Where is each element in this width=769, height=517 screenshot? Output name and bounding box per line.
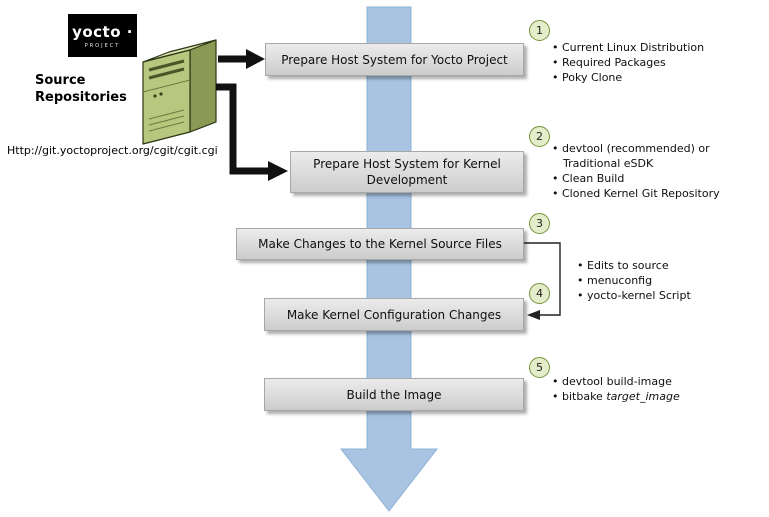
yocto-logo-tagline: PROJECT (84, 42, 121, 49)
note-item: Required Packages (552, 55, 757, 70)
server-front-face (142, 49, 191, 145)
step-badge-5: 5 (529, 357, 550, 378)
server-button (153, 94, 157, 98)
server-drive-slot (148, 59, 185, 72)
step-2-notes: devtool (recommended) or Traditional eSD… (552, 141, 727, 201)
note-item: Edits to source (577, 258, 757, 273)
server-icon (142, 39, 217, 145)
server-panel-line (142, 79, 191, 93)
step-box-1-label: Prepare Host System for Yocto Project (281, 52, 508, 67)
step-1-notes: Current Linux Distribution Required Pack… (552, 40, 757, 85)
note-item: Poky Clone (552, 70, 757, 85)
note-item: bitbake target_image (552, 389, 757, 404)
server-vent-line (148, 109, 185, 120)
step-box-3-label: Make Changes to the Kernel Source Files (258, 237, 502, 251)
step-box-1: Prepare Host System for Yocto Project (265, 43, 524, 76)
bracket-steps-3-4 (524, 242, 561, 320)
step-badge-4: 4 (529, 283, 550, 304)
step-box-4-label: Make Kernel Configuration Changes (286, 307, 502, 322)
server-vent-line (148, 121, 185, 132)
step-box-5-label: Build the Image (346, 387, 442, 402)
step-box-5: Build the Image (264, 378, 524, 411)
note-item: menuconfig (577, 273, 757, 288)
step-5-notes: devtool build-image bitbake target_image (552, 374, 757, 404)
server-button (159, 92, 163, 96)
yocto-logo-wordmark: yocto · (72, 22, 133, 41)
note-item: yocto-kernel Script (577, 288, 757, 303)
note-item: Cloned Kernel Git Repository (552, 186, 727, 201)
steps-3-4-shared-notes: Edits to source menuconfig yocto-kernel … (577, 258, 757, 303)
bitbake-target-image: target_image (606, 390, 680, 403)
note-item: devtool build-image (552, 374, 757, 389)
server-vent-line (148, 115, 185, 126)
arrow-source-to-step1 (218, 49, 265, 69)
step-box-2-label: Prepare Host System for Kernel Developme… (313, 157, 501, 187)
bitbake-prefix: bitbake (562, 390, 607, 403)
step-box-4: Make Kernel Configuration Changes (264, 298, 524, 331)
arrow-source-to-step2 (216, 83, 288, 181)
step-badge-1: 1 (529, 20, 550, 41)
yocto-logo: yocto · PROJECT (68, 14, 137, 57)
step-badge-2: 2 (529, 126, 550, 147)
step-badge-3: 3 (529, 213, 550, 234)
note-item: Current Linux Distribution (552, 40, 757, 55)
step-box-3: Make Changes to the Kernel Source Files (236, 228, 524, 260)
step-box-2: Prepare Host System for Kernel Developme… (290, 151, 524, 193)
note-item: devtool (recommended) or Traditional eSD… (552, 141, 727, 171)
server-side-face (189, 39, 217, 133)
source-repositories-label: Source Repositories (35, 73, 127, 105)
server-drive-slot (148, 67, 185, 80)
source-repositories-url: Http://git.yoctoproject.org/cgit/cgit.cg… (7, 144, 218, 157)
note-item: Clean Build (552, 171, 727, 186)
